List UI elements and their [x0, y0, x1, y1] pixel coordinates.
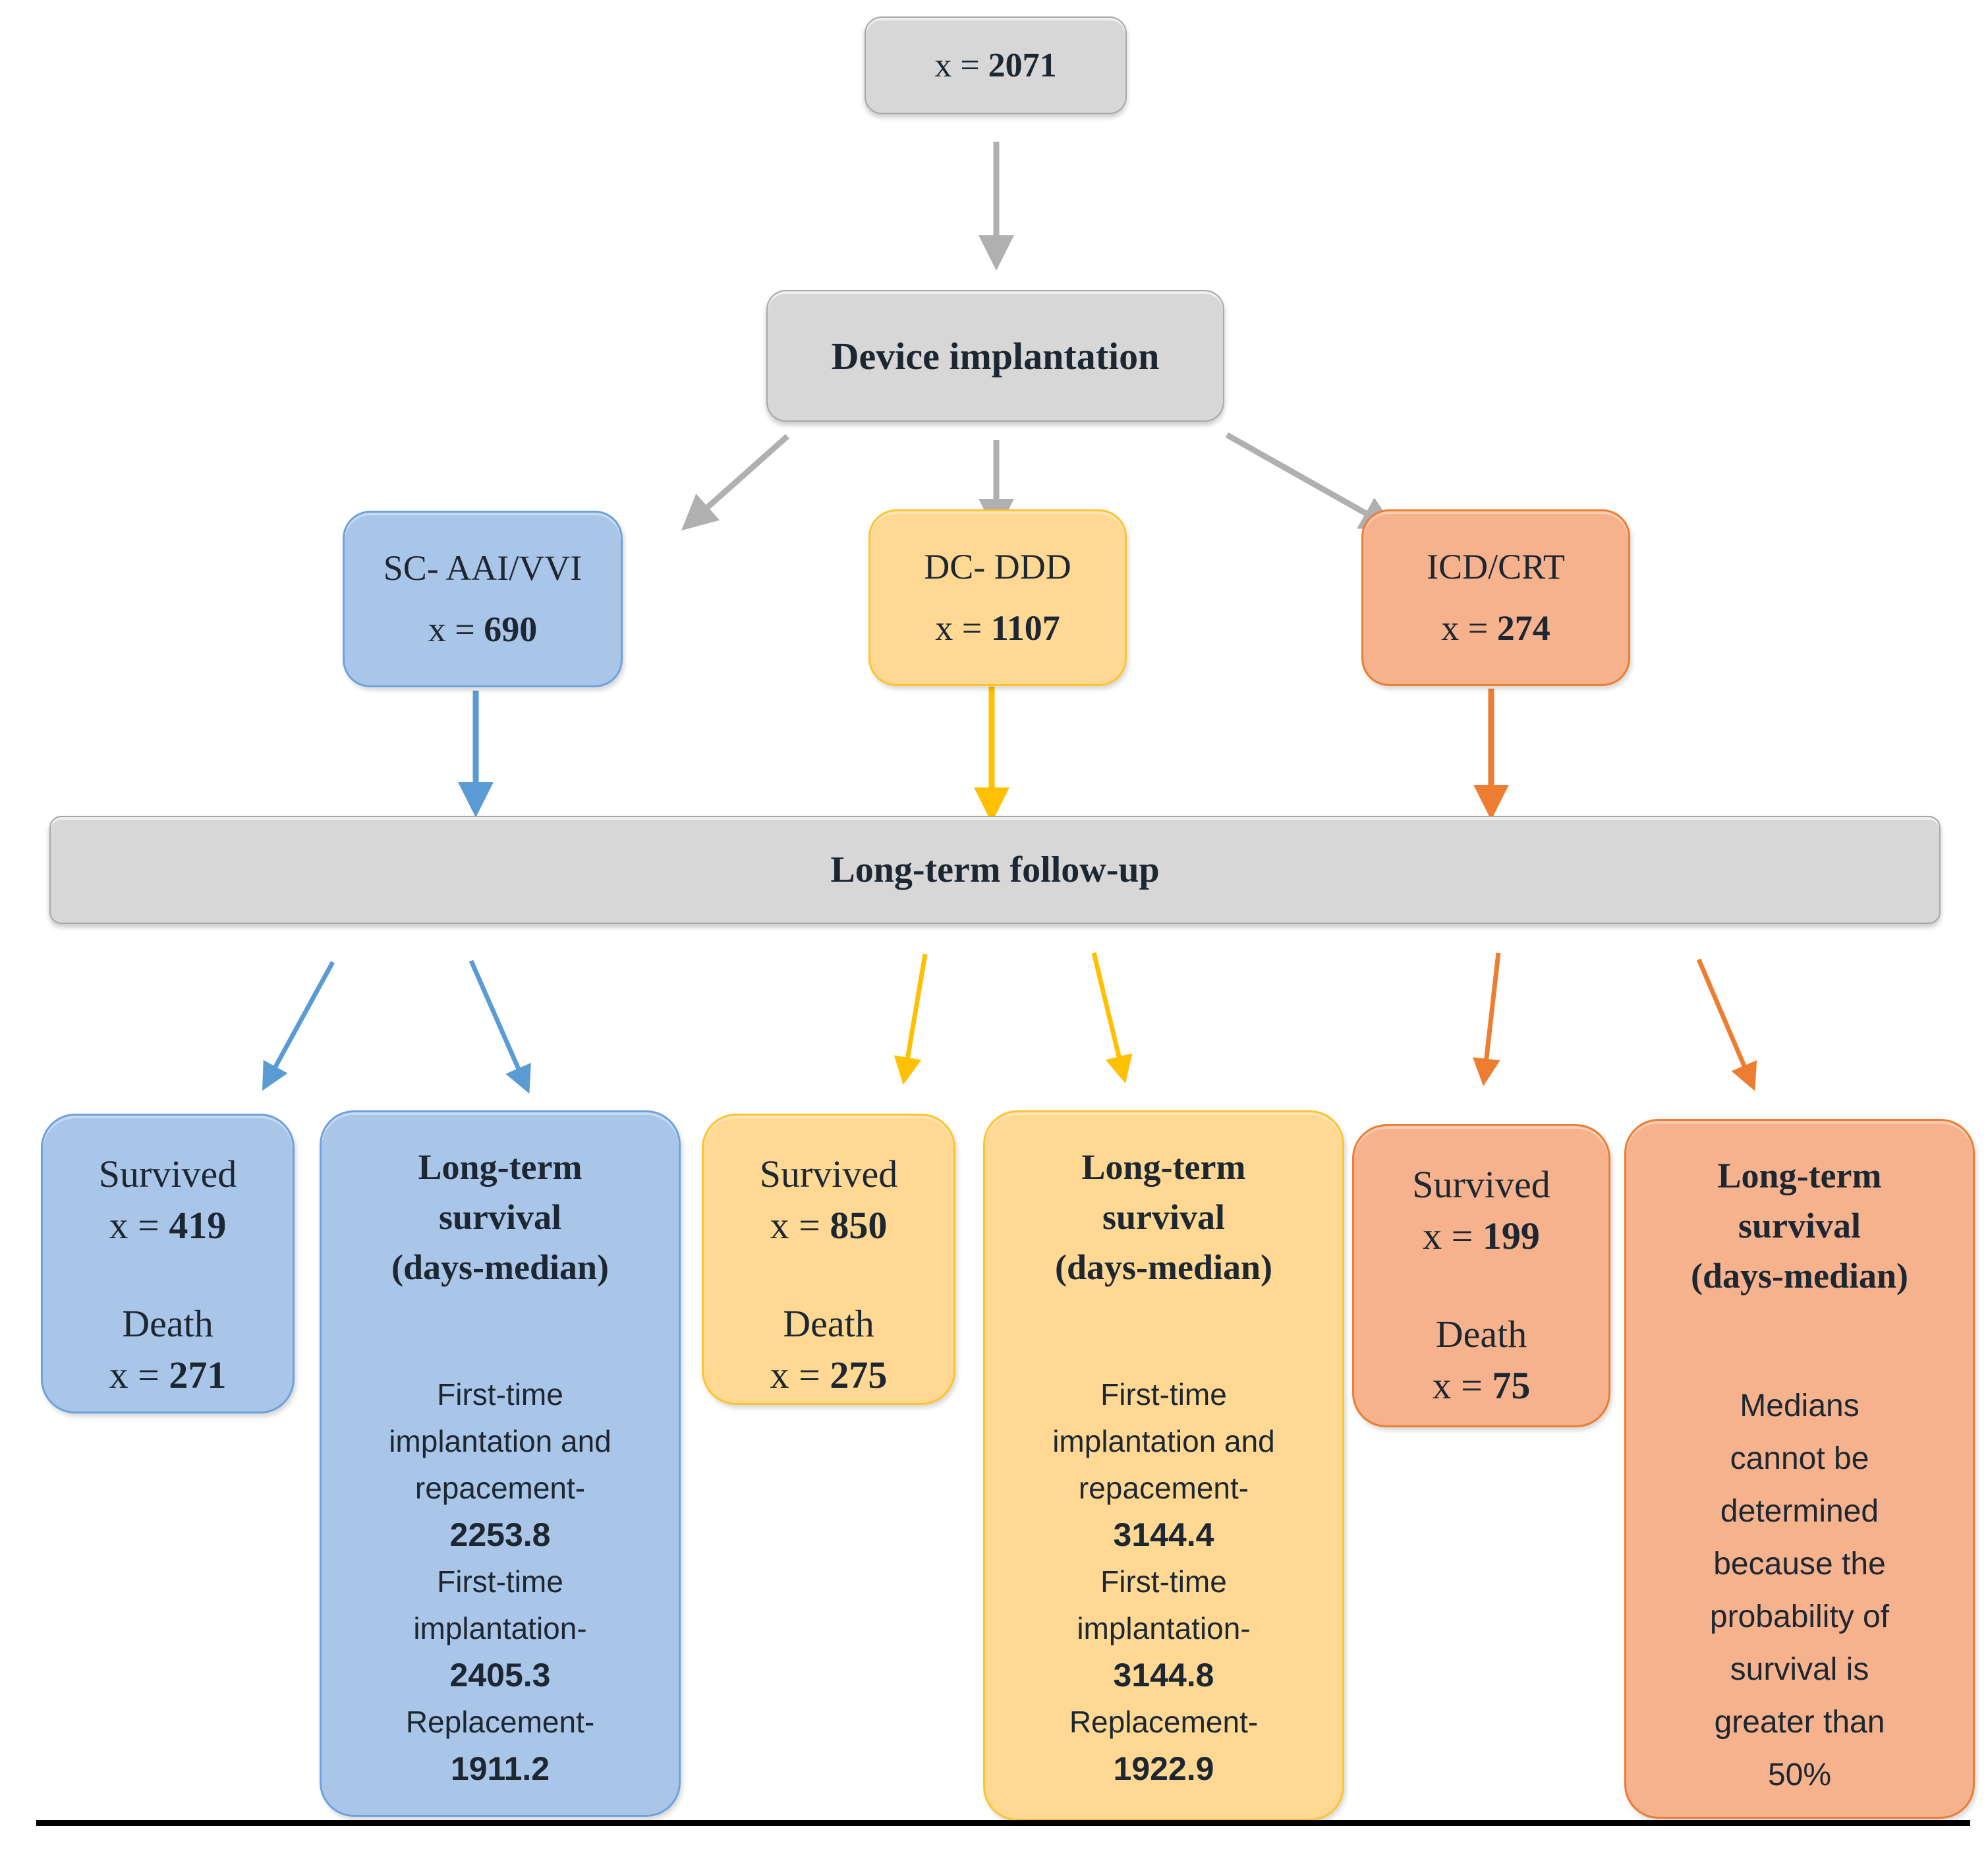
- survival-row-label: Replacement-: [405, 1705, 595, 1739]
- death-count: x = 75: [1432, 1363, 1531, 1407]
- followup-bar: Long-term follow-up: [49, 816, 1941, 924]
- device-type-name: SC- AAI/VVI: [383, 548, 582, 588]
- sc-aai-vvi-box: SC- AAI/VVI x = 690: [343, 511, 623, 687]
- device-implantation-label: Device implantation: [831, 334, 1160, 378]
- root-count-box: x = 2071: [865, 16, 1127, 114]
- device-implantation-box: Device implantation: [766, 290, 1224, 422]
- survival-row-value: 3144.4: [1113, 1516, 1214, 1553]
- survival-row-value: 1922.9: [1113, 1750, 1214, 1787]
- icd-crt-box: ICD/CRT x = 274: [1361, 509, 1630, 686]
- survived-label: Survived: [98, 1153, 237, 1195]
- arrow-followup-to-sc-survival-icon: [469, 959, 531, 1094]
- survived-label: Survived: [759, 1153, 898, 1195]
- death-label: Death: [783, 1301, 874, 1345]
- survival-row-value: 3144.8: [1113, 1657, 1214, 1694]
- dc-survived-box: Survived x = 850 Death x = 275: [702, 1114, 955, 1405]
- device-type-count: x = 1107: [935, 608, 1060, 648]
- survived-count: x = 419: [109, 1204, 227, 1247]
- survived-count: x = 199: [1423, 1214, 1540, 1258]
- sc-survived-box: Survived x = 419 Death x = 271: [41, 1114, 295, 1413]
- survival-row-label: Replacement-: [1069, 1705, 1259, 1739]
- survival-row-value: 1911.2: [450, 1750, 550, 1787]
- death-count: x = 271: [109, 1353, 227, 1396]
- arrow-device-to-sc-icon: [681, 434, 789, 531]
- arrow-followup-to-dc-survival-icon: [1091, 952, 1133, 1084]
- arrow-followup-to-icd-survived-icon: [1472, 952, 1501, 1087]
- arrow-followup-to-icd-survival-icon: [1696, 958, 1757, 1091]
- arrow-followup-to-dc-survived-icon: [894, 954, 928, 1085]
- death-label: Death: [122, 1301, 213, 1345]
- arrow-device-to-icd-icon: [1225, 432, 1397, 531]
- survival-row-value: 2253.8: [449, 1516, 551, 1553]
- icd-survived-box: Survived x = 199 Death x = 75: [1352, 1124, 1610, 1427]
- arrow-followup-to-sc-survived-icon: [262, 961, 335, 1091]
- dc-ddd-box: DC- DDD x = 1107: [868, 509, 1127, 686]
- root-count-text: x = 2071: [934, 46, 1057, 84]
- device-type-name: ICD/CRT: [1427, 547, 1565, 587]
- device-type-count: x = 274: [1441, 608, 1550, 648]
- death-label: Death: [1435, 1312, 1527, 1356]
- survived-label: Survived: [1412, 1163, 1550, 1206]
- survived-count: x = 850: [770, 1204, 888, 1247]
- followup-bar-label: Long-term follow-up: [830, 849, 1160, 890]
- device-type-name: DC- DDD: [924, 547, 1071, 587]
- survival-row-value: 2405.3: [449, 1657, 551, 1694]
- bottom-rule: [36, 1820, 1970, 1826]
- device-type-count: x = 690: [428, 610, 538, 649]
- death-count: x = 275: [770, 1353, 888, 1396]
